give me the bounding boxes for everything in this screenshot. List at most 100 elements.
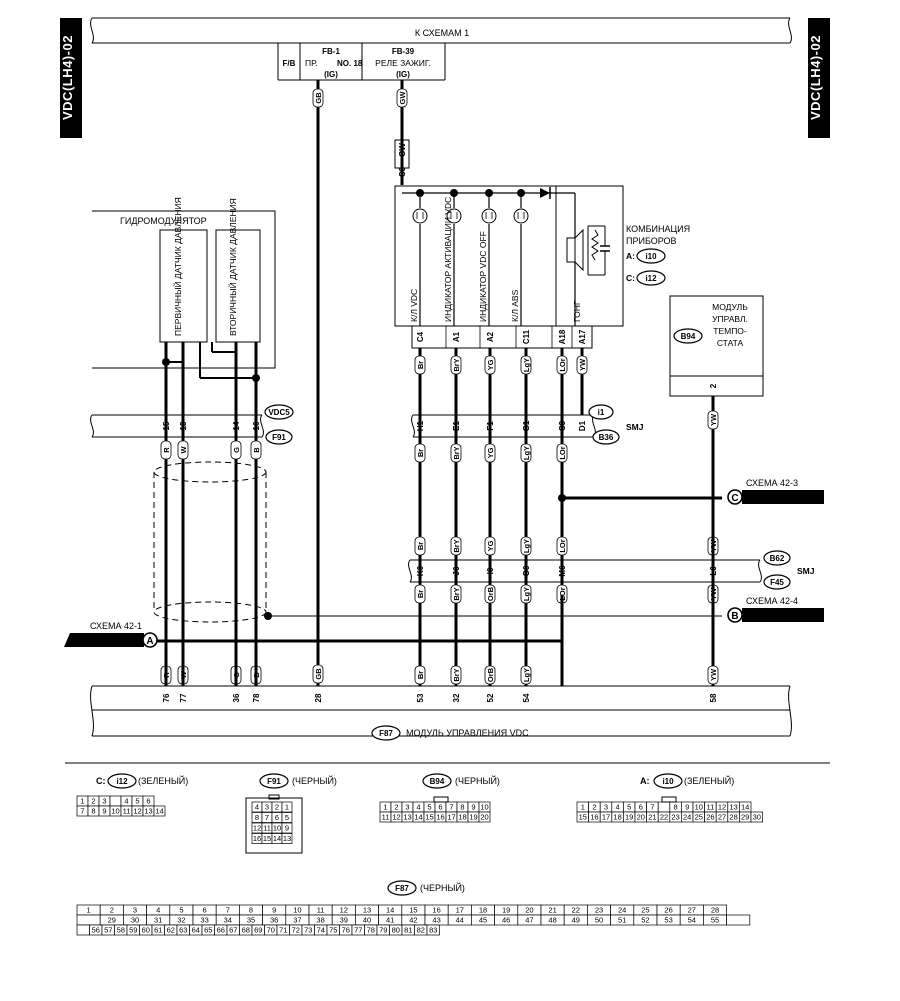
ref-circle: [727, 607, 743, 623]
cell-num: 67: [229, 926, 237, 935]
cell-num: 13: [144, 807, 152, 816]
badge-text: F91: [267, 777, 281, 786]
cell-num: 10: [695, 803, 703, 812]
f91-row: [251, 801, 293, 813]
combo-a: A:: [626, 251, 635, 261]
smj2-wire-dn: Br: [414, 584, 426, 604]
cell-num: 51: [618, 916, 626, 925]
smj2-wire-dn: BrY: [450, 584, 462, 604]
cell-num: 41: [386, 916, 394, 925]
smj2-pin: K6: [416, 565, 425, 576]
badge-f91: F91: [265, 429, 293, 445]
wire-label-bg: [484, 536, 496, 556]
sensor-junction: [162, 358, 170, 366]
combo-pin: A1: [452, 331, 461, 342]
wire-code: YG: [486, 359, 495, 370]
smj2-wire-dn: LgY: [520, 584, 532, 604]
cell-num: 3: [102, 797, 106, 806]
sensor-wire-label: W: [177, 440, 189, 460]
badge-f91-conn: F91: [259, 773, 289, 789]
fuse2-name: FB-39: [392, 47, 415, 56]
wire-code: Br: [416, 671, 425, 679]
combo-pin: C4: [416, 331, 425, 342]
cell-num: 71: [279, 926, 287, 935]
cell-num: 29: [108, 916, 116, 925]
cell-num: 10: [293, 906, 301, 915]
cell-num: 26: [664, 906, 672, 915]
ref-scheme: СХЕМА 42-3: [746, 478, 798, 488]
cell-num: 24: [618, 906, 626, 915]
smj2-wire-up: LOr: [556, 536, 568, 556]
ref-banner: [64, 633, 144, 647]
ref-letter: A: [146, 636, 153, 647]
cell-num: 25: [641, 906, 649, 915]
cell-num: 61: [154, 926, 162, 935]
badge-outline: [636, 270, 666, 286]
band-end: [758, 559, 762, 583]
cell-num: 12: [340, 906, 348, 915]
module-wire-label: BrY: [450, 665, 462, 685]
vdc-module-label: МОДУЛЬ УПРАВЛЕНИЯ VDC: [406, 728, 529, 738]
smj1-wire-label: YG: [484, 443, 496, 463]
pin-text: H1: [416, 420, 425, 431]
cell-num: 6: [639, 803, 643, 812]
module-wire-label: OrB: [484, 665, 496, 685]
wire-label-bg: [414, 355, 426, 375]
label-c3: C3: [398, 166, 407, 177]
i10-color: (ЗЕЛЕНЫЙ): [684, 775, 734, 786]
sensor2-box: [215, 229, 261, 343]
cell-num: 9: [285, 824, 289, 833]
module-pin: 78: [252, 693, 261, 702]
cell-num: 63: [179, 926, 187, 935]
cell-num: 33: [200, 916, 208, 925]
wire-label-bg: [556, 355, 568, 375]
junction-shield: [264, 612, 272, 620]
smj2-wire-up: BrY: [450, 536, 462, 556]
cell-num: 1: [87, 906, 91, 915]
cell-num: 13: [283, 834, 291, 843]
wire-label-bg: [707, 665, 719, 685]
cell-num: 5: [627, 803, 631, 812]
cell-num: 11: [382, 813, 390, 822]
band-end: [788, 17, 792, 44]
cell-num: 7: [226, 906, 230, 915]
badge-text: i12: [645, 274, 657, 283]
cell-num: 27: [688, 906, 696, 915]
cell-num: 10: [480, 803, 488, 812]
cell-num: 8: [255, 813, 259, 822]
pin-text: G1: [522, 420, 531, 431]
badge-outline: [422, 773, 452, 789]
cell-num: 30: [131, 916, 139, 925]
i10-row2: [576, 811, 763, 823]
cell-num: 14: [741, 803, 749, 812]
wire-code: BrY: [452, 587, 461, 600]
wire-code: GW: [398, 91, 407, 105]
cell-num: 6: [146, 797, 150, 806]
pin-text: F1: [486, 421, 495, 431]
wire-label-bg: [230, 440, 242, 460]
pin-text: E1: [452, 421, 461, 431]
vdc5-pin: 13: [179, 421, 188, 430]
badge-i10: i10: [636, 248, 666, 264]
wire-label-bg: [450, 665, 462, 685]
cell-num: 74: [317, 926, 325, 935]
sensor-wire-label: G: [230, 440, 242, 460]
cell-num: 19: [469, 813, 477, 822]
pin-text: C11: [522, 329, 531, 344]
badge-b36: B36: [592, 429, 620, 445]
smj2-wire-up: LgY: [520, 536, 532, 556]
pin-text: 13: [179, 421, 188, 430]
cell-num: 23: [595, 906, 603, 915]
cell: [726, 914, 751, 926]
f91-key: [268, 794, 280, 800]
cell-num: 3: [133, 906, 137, 915]
i12-row2: [76, 805, 166, 817]
cell: [281, 801, 293, 813]
lamp-icon: [513, 208, 529, 224]
label-gw: GW: [396, 88, 408, 108]
band-lines: [410, 559, 760, 583]
top-bus-label: К СХЕМАМ 1: [415, 28, 469, 38]
wire-label-bg: [177, 440, 189, 460]
ref-letter: B: [731, 611, 738, 622]
cell-num: 72: [292, 926, 300, 935]
